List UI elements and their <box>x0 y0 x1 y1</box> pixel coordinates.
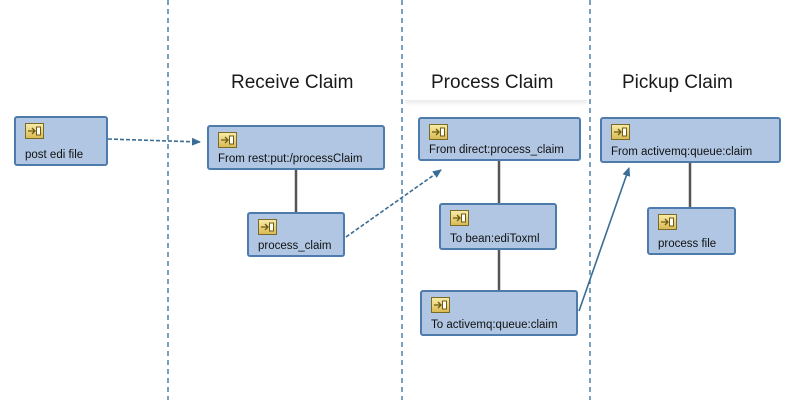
node-process-file[interactable]: process file <box>647 207 736 255</box>
node-process-claim[interactable]: process_claim <box>247 212 345 257</box>
node-label: To activemq:queue:claim <box>431 319 558 331</box>
lane-title-pickup-claim: Pickup Claim <box>622 72 733 93</box>
route-endpoint-icon <box>658 214 677 230</box>
node-from-activemq-queue-claim[interactable]: From activemq:queue:claim <box>600 117 781 163</box>
lane-header-shade <box>405 100 587 106</box>
route-endpoint-icon <box>258 219 277 235</box>
flow-arrow-post-to-rest <box>107 137 201 146</box>
route-endpoint-icon <box>611 124 630 140</box>
node-label: From activemq:queue:claim <box>611 146 753 158</box>
node-from-rest-processclaim[interactable]: From rest:put:/processClaim <box>207 125 385 170</box>
node-label: process file <box>658 238 717 250</box>
node-from-direct-process-claim[interactable]: From direct:process_claim <box>418 117 581 161</box>
node-to-bean-editoxml[interactable]: To bean:ediToxml <box>439 203 557 250</box>
route-endpoint-icon <box>429 124 448 140</box>
flow-arrow-process-to-direct <box>345 169 442 238</box>
lane-title-receive-claim: Receive Claim <box>231 72 354 93</box>
node-label: process_claim <box>258 240 332 252</box>
route-endpoint-icon <box>431 297 450 313</box>
node-post-edi-file[interactable]: post edi file <box>14 116 108 166</box>
route-endpoint-icon <box>25 123 44 139</box>
node-label: post edi file <box>25 149 84 161</box>
node-label: From rest:put:/processClaim <box>218 153 363 165</box>
route-endpoint-icon <box>218 132 237 148</box>
node-label: From direct:process_claim <box>429 144 564 156</box>
lane-title-process-claim: Process Claim <box>431 72 554 93</box>
route-endpoint-icon <box>450 210 469 226</box>
node-to-activemq-queue-claim[interactable]: To activemq:queue:claim <box>420 290 578 336</box>
flow-arrow-queue-to-pickup <box>578 167 631 312</box>
node-label: To bean:ediToxml <box>450 233 540 245</box>
